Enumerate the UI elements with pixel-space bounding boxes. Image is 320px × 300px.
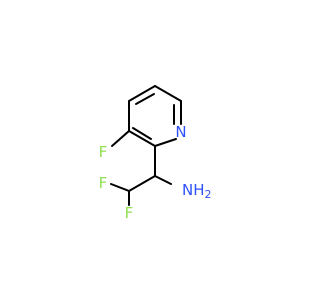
bond-calpha-amine <box>154 175 172 185</box>
bond-cbeta-fluorine-a <box>110 183 130 192</box>
atom-amine: NH2 <box>182 181 212 201</box>
atom-labels: N F F F NH2 <box>99 123 212 222</box>
atom-fluorine-b: F <box>125 204 134 222</box>
atom-fluorine-ring: F <box>99 143 108 161</box>
bond-ring-c2-c3-inner <box>132 127 152 140</box>
bond-ring-c5-c6 <box>154 85 182 102</box>
bond-ring-c2-c3 <box>128 130 156 147</box>
amine-label: NH <box>182 181 205 199</box>
amine-subscript: 2 <box>205 188 212 201</box>
bond-ring-c4-c5 <box>128 85 156 102</box>
bonds <box>110 85 182 206</box>
bond-ring-c4-c5-inner <box>135 93 155 105</box>
bond-ring-n1-c2 <box>154 138 177 147</box>
atom-fluorine-a: F <box>99 174 108 192</box>
atom-nitrogen: N <box>175 123 186 141</box>
bond-calpha-cbeta <box>128 175 156 192</box>
molecule-structure: N F F F NH2 <box>0 0 300 300</box>
background <box>0 0 300 300</box>
bond-c3-fluorine <box>111 130 130 147</box>
